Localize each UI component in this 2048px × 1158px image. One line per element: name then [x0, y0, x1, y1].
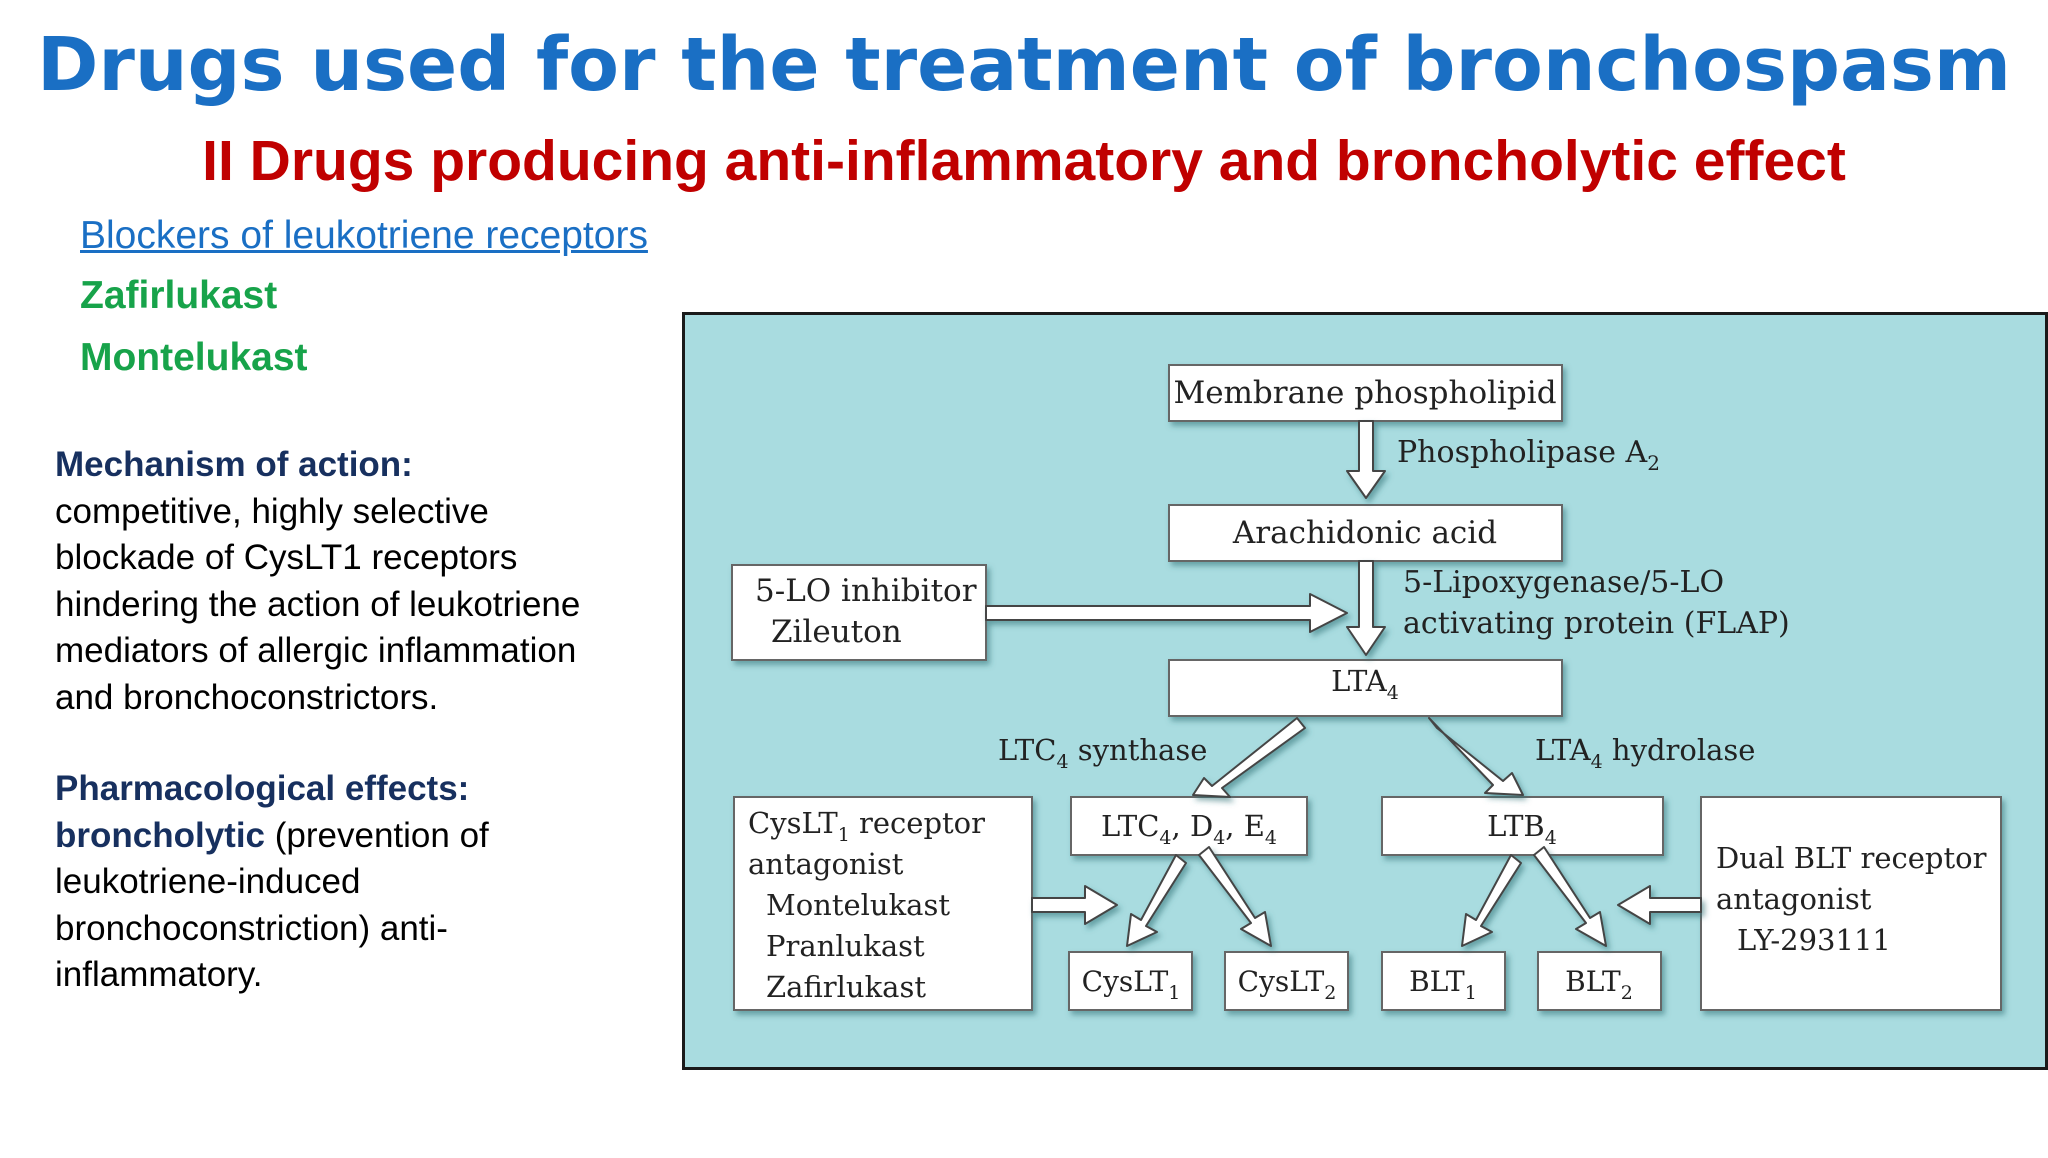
mechanism-heading: Mechanism of action: [55, 445, 413, 484]
cyslt-ant-a: CysLT [748, 806, 838, 840]
drug-zafirlukast: Zafirlukast [80, 274, 278, 317]
phospholipase-text: Phospholipase A [1397, 435, 1648, 470]
cyslt-antagonist-line1: CysLT1 receptor [748, 806, 985, 846]
arrow-lta4-hydrolase [1428, 717, 1524, 796]
cyslt-antagonist-line2: antagonist [748, 847, 904, 881]
blt1-box [1381, 951, 1506, 1011]
ltb4-subscript: 4 [1545, 827, 1557, 849]
ltc4-synthase-label: LTC4 synthase [998, 733, 1207, 773]
effects-line: leukotriene-induced [55, 862, 361, 901]
leukotriene-blockers-link[interactable]: Blockers of leukotriene receptors [80, 214, 648, 257]
phospholipase-subscript: 2 [1647, 451, 1660, 475]
mechanism-block: Mechanism of action: competitive, highly… [55, 442, 675, 721]
leukotriene-pathway-diagram: Membrane phospholipid Phospholipase A2 A… [682, 312, 2048, 1070]
ltc-b: , D [1172, 809, 1214, 843]
blt2-label: BLT2 [1565, 965, 1633, 1004]
blt1-label: BLT1 [1409, 965, 1477, 1004]
ltb4-label: LTB4 [1487, 809, 1557, 849]
ltc4-box-label: LTC4, D4, E4 [1101, 809, 1277, 849]
cyslt1-label: CysLT1 [1082, 965, 1181, 1004]
pathway-svg: Membrane phospholipid Phospholipase A2 A… [731, 364, 2002, 1011]
zileuton-label: Zileuton [771, 614, 902, 650]
mechanism-line: and bronchoconstrictors. [55, 677, 439, 717]
arrow-ltb-blt2 [1533, 846, 1607, 947]
membrane-label: Membrane phospholipid [1173, 375, 1556, 411]
arrow-dual [1617, 885, 1702, 925]
effects-bold-term: broncholytic [55, 815, 266, 855]
lta4-hydrolase-b: hydrolase [1603, 733, 1756, 767]
ltc-sub-3: 4 [1265, 827, 1277, 849]
lta4-subscript: 4 [1387, 682, 1399, 704]
lipoxygenase-label-1: 5-Lipoxygenase/5-LO [1403, 565, 1724, 600]
lipoxygenase-label-2: activating protein (FLAP) [1403, 606, 1790, 641]
cyslt2-sub: 2 [1324, 982, 1336, 1004]
effects-heading: Pharmacological effects: [55, 769, 470, 808]
lta4-label: LTA4 [1331, 664, 1399, 704]
dual-blt-box [1700, 796, 2002, 1011]
effects-line-rest: (prevention of [265, 815, 489, 855]
lta4-hydrolase-sub: 4 [1591, 751, 1603, 773]
blt1-text: BLT [1409, 965, 1465, 998]
antagonist-zafirlukast: Zafirlukast [766, 970, 926, 1004]
lo-inhibitor-box [731, 564, 987, 661]
effects-line: bronchoconstriction) anti- [55, 908, 448, 948]
cyslt1-sub: 1 [1168, 982, 1180, 1004]
arrow-ltc-cyslt2 [1198, 846, 1272, 947]
arrow-inhibitor [985, 593, 1348, 633]
cyslt2-box [1224, 951, 1349, 1011]
lta4-box [1168, 659, 1563, 717]
cyslt2-text: CysLT [1238, 965, 1325, 998]
dual-blt-line1: Dual BLT receptor [1716, 841, 1987, 875]
mechanism-line: mediators of allergic inflammation [55, 631, 577, 670]
blt1-sub: 1 [1465, 982, 1477, 1004]
ltc4-synthase-b: synthase [1069, 733, 1208, 767]
effects-line: broncholytic (prevention of [55, 813, 675, 860]
ltc4-box [1070, 796, 1308, 856]
ltc-c: , E [1225, 809, 1265, 843]
arrow-down-2 [1346, 560, 1386, 656]
phospholipase-label: Phospholipase A2 [1397, 435, 1660, 475]
lta4-hydrolase-label: LTA4 hydrolase [1535, 733, 1755, 773]
arrow-down-1 [1346, 420, 1386, 499]
blt2-sub: 2 [1621, 982, 1633, 1004]
arrow-ltb-blt1 [1461, 854, 1522, 947]
lo-inhibitor-label: 5-LO inhibitor [755, 573, 977, 609]
mechanism-line: blockade of CysLT1 receptors [55, 538, 518, 577]
cyslt1-box [1068, 951, 1193, 1011]
cyslt-ant-sub: 1 [838, 824, 850, 846]
arachidonic-box [1168, 504, 1563, 562]
antagonist-pranlukast: Pranlukast [766, 929, 925, 963]
cyslt-ant-b: receptor [850, 806, 985, 840]
ltc-sub-2: 4 [1213, 827, 1225, 849]
antagonist-montelukast: Montelukast [766, 888, 950, 922]
slide-title: Drugs used for the treatment of bronchos… [36, 22, 2012, 108]
ltc4-synthase-sub: 4 [1056, 751, 1068, 773]
blt2-text: BLT [1565, 965, 1621, 998]
arachidonic-label: Arachidonic acid [1232, 515, 1497, 551]
dual-blt-line3: LY-293111 [1737, 923, 1891, 957]
effects-line: inflammatory. [55, 955, 263, 994]
drug-montelukast: Montelukast [80, 336, 308, 379]
arrow-ltc4-synthase [1192, 717, 1306, 798]
ltb4-text: LTB [1487, 809, 1545, 843]
ltc4-synthase-a: LTC [998, 733, 1056, 767]
cyslt-antagonist-box [733, 796, 1033, 1011]
membrane-box [1168, 364, 1563, 422]
cyslt1-text: CysLT [1082, 965, 1169, 998]
blt2-box [1537, 951, 1662, 1011]
slide-subtitle: II Drugs producing anti-inflammatory and… [202, 129, 1846, 193]
mechanism-line: hindering the action of leukotriene [55, 584, 581, 624]
lta4-text: LTA [1331, 664, 1388, 698]
arrow-antagonist [1031, 885, 1118, 925]
dual-blt-line2: antagonist [1716, 882, 1872, 916]
mechanism-line: competitive, highly selective [55, 491, 489, 531]
ltb4-box [1381, 796, 1664, 856]
ltc-sub-1: 4 [1159, 827, 1171, 849]
lta4-hydrolase-a: LTA [1535, 733, 1592, 767]
effects-block: Pharmacological effects: broncholytic (p… [55, 766, 675, 999]
arrow-ltc-cyslt1 [1126, 854, 1187, 947]
cyslt2-label: CysLT2 [1238, 965, 1337, 1004]
ltc-a: LTC [1101, 809, 1159, 843]
